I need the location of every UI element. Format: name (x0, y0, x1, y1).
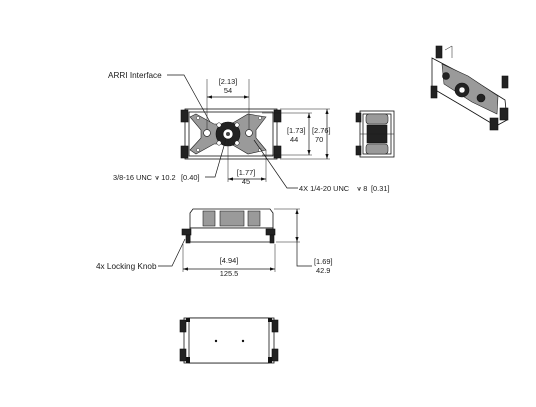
side-view: [4.94] 125.5 [1.69] 42.9 4x Locking Knob (96, 208, 333, 278)
side-view-base (189, 227, 274, 243)
callout-thread-corner-depth: ⩛ 8 (357, 184, 367, 193)
callout-thread-corner: 4X 1/4-20 UNC (299, 184, 350, 193)
dim-center-offset-in: [1.77] (237, 168, 256, 177)
thread-hole-left (203, 129, 211, 137)
iso-knob-3 (430, 85, 438, 99)
callout-thread-center: 3/8-16 UNC (113, 173, 153, 182)
knob-bottom-right (273, 145, 282, 159)
callout-locking-knob: 4x Locking Knob (96, 262, 157, 271)
dim-side-height-in: [1.69] (314, 257, 333, 266)
callout-thread-center-depth-in: [0.40] (181, 173, 200, 182)
iso-knob-2 (501, 75, 509, 89)
arri-interface-plate (189, 113, 267, 155)
dim-center-offset-mm: 45 (242, 177, 250, 186)
callout-thread-corner-depth-in: [0.31] (371, 184, 390, 193)
knob-top-left (180, 109, 189, 123)
callout-thread-center-depth: ⩛ 10.2 (155, 173, 176, 182)
thread-hole-right (245, 129, 253, 137)
iso-knob-5 (499, 107, 509, 121)
side-knob-right (265, 228, 276, 236)
dim-top-width-in: [2.13] (219, 77, 238, 86)
dim-side-width-mm: 125.5 (220, 269, 239, 278)
dim-side-width-in: [4.94] (220, 256, 239, 265)
end-view (355, 110, 395, 158)
dim-side-height-mm: 42.9 (316, 266, 330, 275)
bottom-view (179, 317, 279, 364)
callout-arri-interface: ARRI Interface (108, 71, 162, 80)
iso-knob-4 (489, 117, 499, 131)
dim-outer-height-in: [2.76] (312, 126, 331, 135)
knob-bottom-left (180, 145, 189, 159)
isometric-view (430, 45, 509, 131)
side-knob-left (181, 228, 192, 236)
dim-top-width-mm: 54 (224, 86, 232, 95)
knob-top-right (273, 109, 282, 123)
dim-outer-height-mm: 70 (315, 135, 323, 144)
dim-inner-height-mm: 44 (290, 135, 298, 144)
iso-knob-1 (435, 45, 443, 59)
top-view: [2.13] 54 [1.73] 44 [2.76] 70 [1.77] 45 … (108, 71, 390, 193)
dim-inner-height-in: [1.73] (287, 126, 306, 135)
